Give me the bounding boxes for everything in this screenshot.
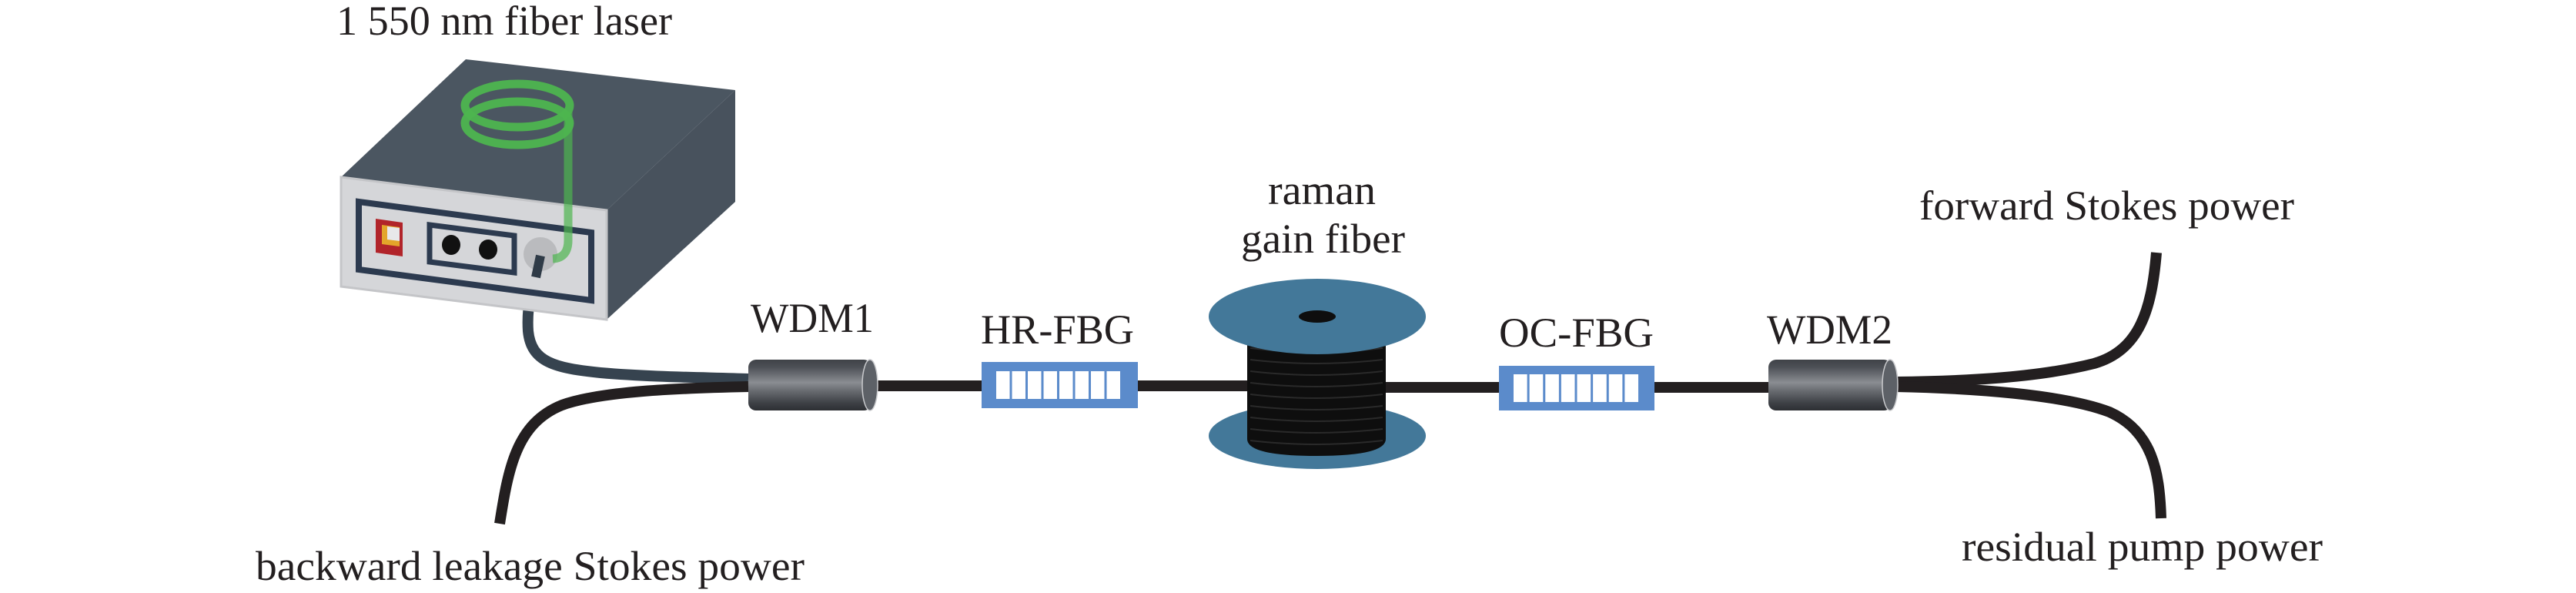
laser-output-connector (524, 237, 557, 271)
green-fiber-lead (552, 112, 573, 263)
oc-fbg-grating-slot (1624, 374, 1638, 402)
oc-fbg-grating-slot (1561, 374, 1575, 402)
knob-icon-2 (479, 240, 497, 260)
spool-center-hole (1299, 310, 1336, 323)
oc-fbg-grating-slot (1529, 374, 1544, 402)
raman-label-line1: raman (1268, 167, 1376, 213)
forward-stokes-fiber (1895, 252, 2162, 387)
spool-winding-line (1250, 382, 1383, 387)
hr-fbg-grating-slot (996, 371, 1010, 399)
oc-fbg-grating-slot (1608, 374, 1623, 402)
wdm1-label: WDM1 (751, 295, 874, 341)
spool-winding-line (1250, 405, 1383, 410)
pump-cable-stub (531, 254, 545, 279)
laser-dial-box (427, 222, 517, 276)
knob-icon-1 (442, 235, 460, 255)
residual-pump-label: residual pump power (1962, 524, 2323, 570)
hr-fbg-grating-slot (1106, 371, 1120, 399)
spool-winding-line (1250, 359, 1383, 364)
spool-winding-line (1250, 428, 1383, 434)
oc-fbg-grating-slot (1577, 374, 1591, 402)
spool-winding-line (1250, 370, 1383, 376)
raman-gain-fiber-spool (1209, 279, 1426, 469)
power-indicator-light (387, 226, 400, 241)
residual-pump-fiber (1895, 381, 2166, 519)
hr-fbg-grating-slot (1075, 371, 1089, 399)
laser-box-front (340, 176, 608, 321)
green-coil-loop-1 (460, 79, 574, 132)
oc-fbg-grating-slot (1593, 374, 1607, 402)
hr-fbg-grating-slot (1059, 371, 1073, 399)
spool-winding-line (1250, 440, 1383, 445)
raman-label-line2: gain fiber (1241, 216, 1405, 262)
wdm2-label: WDM2 (1767, 307, 1892, 353)
oc-fbg (1499, 366, 1654, 410)
laser-box-top (341, 59, 735, 210)
spool-winding-lines (1250, 347, 1383, 445)
forward-stokes-label: forward Stokes power (1919, 183, 2294, 229)
laser-front-panel (356, 198, 594, 304)
oc-fbg-grating-slot (1514, 374, 1527, 402)
wdm1-coupler (748, 359, 878, 411)
hr-fbg-grating-slot (1091, 371, 1105, 399)
pump-laser-box (340, 59, 735, 321)
backward-leakage-label: backward leakage Stokes power (256, 543, 805, 589)
hr-fbg-grating-slot (1012, 371, 1025, 399)
oc-fbg-label: OC-FBG (1499, 310, 1654, 356)
wdm2-coupler (1768, 359, 1899, 411)
hr-fbg-label: HR-FBG (981, 307, 1134, 353)
laser-box-side (607, 90, 735, 320)
backward-leakage-fiber (494, 381, 749, 525)
hr-fbg-grating-slot (1028, 371, 1042, 399)
hr-fbg-grating-slot (1043, 371, 1057, 399)
spool-winding-line (1250, 417, 1383, 422)
hr-fbg (982, 362, 1138, 408)
spool-winding-line (1250, 394, 1383, 399)
laser-label: 1 550 nm fiber laser (336, 0, 672, 44)
oc-fbg-grating-slot (1545, 374, 1559, 402)
